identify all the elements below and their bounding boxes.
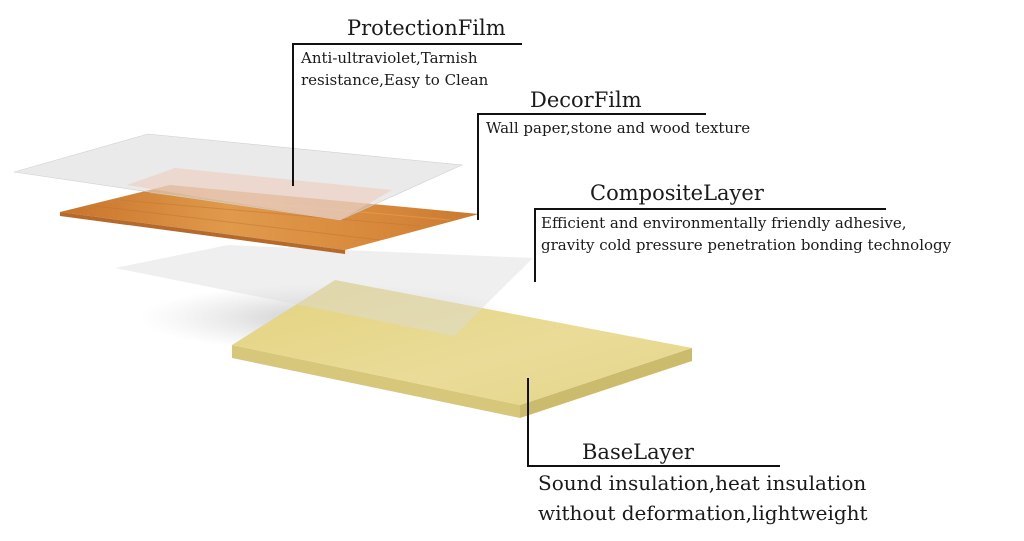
base-layer-desc-line-2: without deformation,lightweight (538, 501, 868, 525)
base-layer-title: BaseLayer (582, 440, 694, 464)
base-layer-description: Sound insulation,heat insulation without… (538, 468, 868, 528)
protection-film-title: ProtectionFilm (347, 16, 506, 40)
base-layer-desc-line-1: Sound insulation,heat insulation (538, 471, 867, 495)
base-layer-top (232, 280, 692, 405)
decor-film-desc-line-1: Wall paper,stone and wood texture (486, 119, 751, 137)
protection-film-desc-line-1: Anti-ultraviolet,Tarnish (301, 49, 478, 67)
protection-film-desc-line-2: resistance,Easy to Clean (301, 71, 489, 89)
protection-film-leader (292, 43, 522, 186)
composite-layer-title: CompositeLayer (590, 181, 764, 205)
decor-film-leader (477, 113, 706, 220)
composite-layer-desc-line-2: gravity cold pressure penetration bondin… (541, 236, 952, 254)
composite-layer-leader (534, 208, 886, 282)
protection-film-sheet (13, 133, 464, 221)
base-layer-leader (527, 378, 780, 467)
composite-layer-film (115, 245, 533, 336)
base-layer-board (232, 280, 692, 418)
decor-film-panel (60, 185, 479, 254)
decor-film-title: DecorFilm (530, 88, 642, 112)
composite-layer-description: Efficient and environmentally friendly a… (541, 212, 951, 256)
composite-layer-desc-line-1: Efficient and environmentally friendly a… (541, 214, 907, 232)
leader-lines (292, 43, 886, 467)
decor-film-description: Wall paper,stone and wood texture (486, 117, 750, 139)
protection-film-description: Anti-ultraviolet,Tarnish resistance,Easy… (301, 47, 488, 91)
